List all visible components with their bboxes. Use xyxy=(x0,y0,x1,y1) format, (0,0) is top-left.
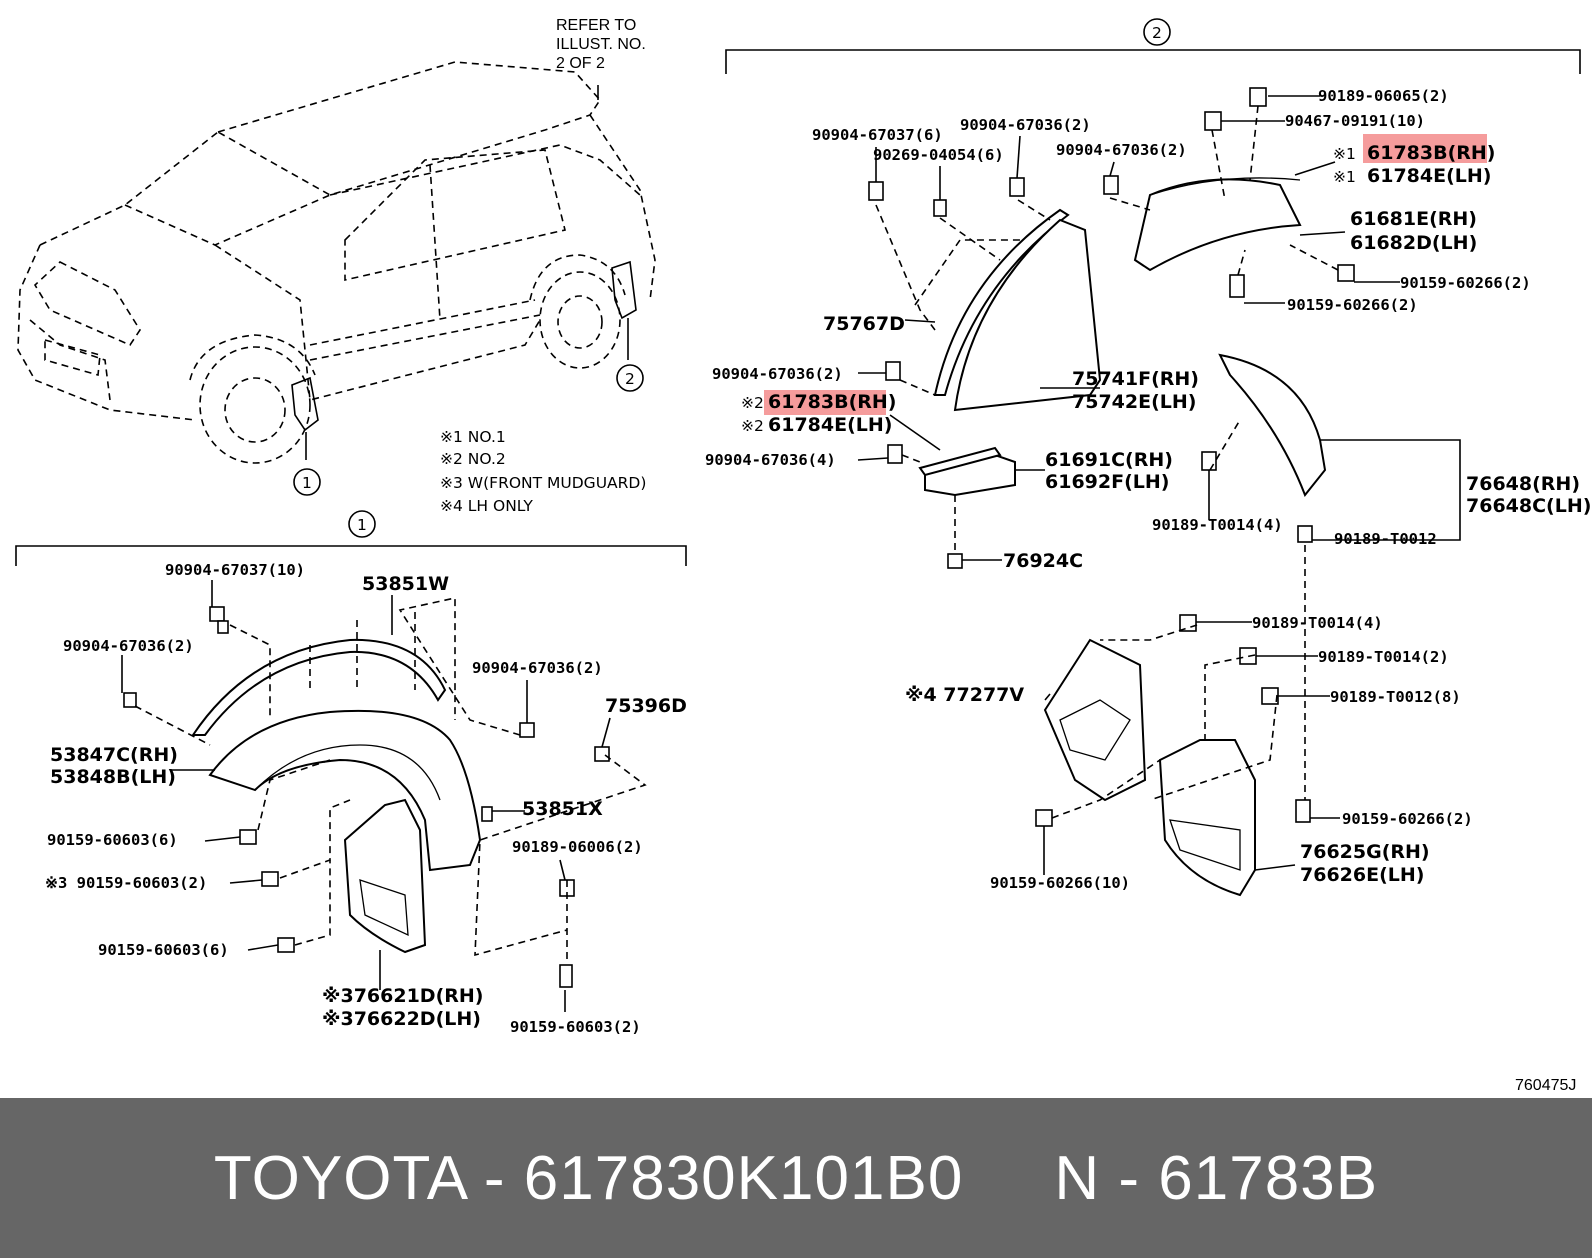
label-90904-67036-2-top: 90904-67036(2) xyxy=(960,116,1091,134)
label-90159-60266-10: 90159-60266(10) xyxy=(990,874,1130,892)
label-90904-67036-2-left: 90904-67036(2) xyxy=(63,637,194,655)
label-90159-60603-2: 90159-60603(2) xyxy=(510,1018,641,1036)
label-90159-60603-6-a: 90159-60603(6) xyxy=(47,831,178,849)
label-90904-67036-2-b: 90904-67036(2) xyxy=(1056,141,1187,159)
label-90467-09191-10: 90467-09191(10) xyxy=(1285,112,1425,130)
label-76621D: ※376621D(RH) xyxy=(322,985,483,1007)
label-61784E-LH-mid: 61784E(LH) xyxy=(768,414,892,436)
label-76626E: 76626E(LH) xyxy=(1300,864,1424,886)
label-90159-60603-6-b: 90159-60603(6) xyxy=(98,941,229,959)
section-1-parts xyxy=(121,580,647,1012)
label-75741F: 75741F(RH) xyxy=(1072,368,1199,390)
label-61682D: 61682D(LH) xyxy=(1350,232,1477,254)
section-2-bracket: 2 xyxy=(725,18,1581,74)
note-1: ※1 NO.1 xyxy=(440,428,506,446)
svg-text:2: 2 xyxy=(625,370,635,388)
svg-text:1: 1 xyxy=(302,474,312,492)
note-4: ※4 LH ONLY xyxy=(440,497,533,515)
parts-diagram: REFER TO ILLUST. NO. 2 OF 2 1 2 ※1 NO.1 … xyxy=(15,17,1591,1094)
highlight-61783B-top xyxy=(1363,134,1487,163)
section-1-bracket: 1 xyxy=(15,510,687,566)
label-76622D: ※376622D(LH) xyxy=(322,1008,481,1030)
label-90904-67037-6: 90904-67037(6) xyxy=(812,126,943,144)
note-ref-1-rh: ※1 xyxy=(1333,145,1356,163)
label-76648-RH: 76648(RH) xyxy=(1466,473,1580,495)
label-76625G: 76625G(RH) xyxy=(1300,841,1430,863)
label-53847C: 53847C(RH) xyxy=(50,744,178,766)
label-77277V: ※4 77277V xyxy=(905,684,1024,706)
refer-line-1: REFER TO xyxy=(556,17,636,34)
label-53848B: 53848B(LH) xyxy=(50,766,176,788)
label-90189-T0012: 90189-T0012 xyxy=(1334,530,1437,548)
section-2-parts xyxy=(857,87,1461,897)
label-90159-60266-2-b: 90159-60266(2) xyxy=(1287,296,1418,314)
callout-2-vehicle: 2 xyxy=(616,364,644,392)
label-90159-60266-2-c: 90159-60266(2) xyxy=(1342,810,1473,828)
label-90269-04054-6: 90269-04054(6) xyxy=(873,146,1004,164)
highlight-61783B-mid xyxy=(764,390,886,415)
label-76924C: 76924C xyxy=(1003,550,1083,572)
callout-1-vehicle: 1 xyxy=(293,468,321,496)
note-ref-2-rh: ※2 xyxy=(741,394,764,412)
label-90904-67036-2-right: 90904-67036(2) xyxy=(472,659,603,677)
note-ref-1-lh: ※1 xyxy=(1333,168,1356,186)
note-3: ※3 W(FRONT MUDGUARD) xyxy=(440,474,646,492)
label-90904-67036-2-mid: 90904-67036(2) xyxy=(712,365,843,383)
label-61691C: 61691C(RH) xyxy=(1045,449,1173,471)
label-90904-67037-10: 90904-67037(10) xyxy=(165,561,305,579)
svg-text:2: 2 xyxy=(1152,24,1162,42)
figure-id: 760475J xyxy=(1515,1077,1576,1094)
label-90189-06006-2: 90189-06006(2) xyxy=(512,838,643,856)
label-90189-T0014-4-a: 90189-T0014(4) xyxy=(1152,516,1283,534)
label-75767D: 75767D xyxy=(823,313,905,335)
refer-line-3: 2 OF 2 xyxy=(556,55,605,72)
note-ref-2-lh: ※2 xyxy=(741,417,764,435)
label-90189-06065-2: 90189-06065(2) xyxy=(1318,87,1449,105)
refer-line-2: ILLUST. NO. xyxy=(556,36,646,53)
note-2: ※2 NO.2 xyxy=(440,450,506,468)
label-53851W: 53851W xyxy=(362,573,449,595)
label-90904-67036-4: 90904-67036(4) xyxy=(705,451,836,469)
label-61681E: 61681E(RH) xyxy=(1350,208,1477,230)
label-90189-T0014-4-b: 90189-T0014(4) xyxy=(1252,614,1383,632)
footer-bar: TOYOTA - 617830K101B0 N - 61783B xyxy=(0,1098,1592,1258)
label-90189-T0012-8: 90189-T0012(8) xyxy=(1330,688,1461,706)
vehicle-illustration xyxy=(17,61,656,464)
label-61784E-LH-top: 61784E(LH) xyxy=(1367,165,1491,187)
label-53851X: 53851X xyxy=(522,798,603,820)
label-90189-T0014-2: 90189-T0014(2) xyxy=(1318,648,1449,666)
label-61783B-RH-top: 61783B(RH) xyxy=(1367,142,1495,164)
label-75396D: 75396D xyxy=(605,695,687,717)
label-75742E: 75742E(LH) xyxy=(1072,391,1196,413)
footer-part-text: TOYOTA - 617830K101B0 N - 61783B xyxy=(213,1143,1379,1213)
label-76648C-LH: 76648C(LH) xyxy=(1466,495,1591,517)
label-61692F: 61692F(LH) xyxy=(1045,471,1169,493)
label-90159-60603-2-front: ※3 90159-60603(2) xyxy=(45,874,207,892)
svg-text:1: 1 xyxy=(357,516,367,534)
label-61783B-RH-mid: 61783B(RH) xyxy=(768,391,896,413)
label-90159-60266-2-a: 90159-60266(2) xyxy=(1400,274,1531,292)
